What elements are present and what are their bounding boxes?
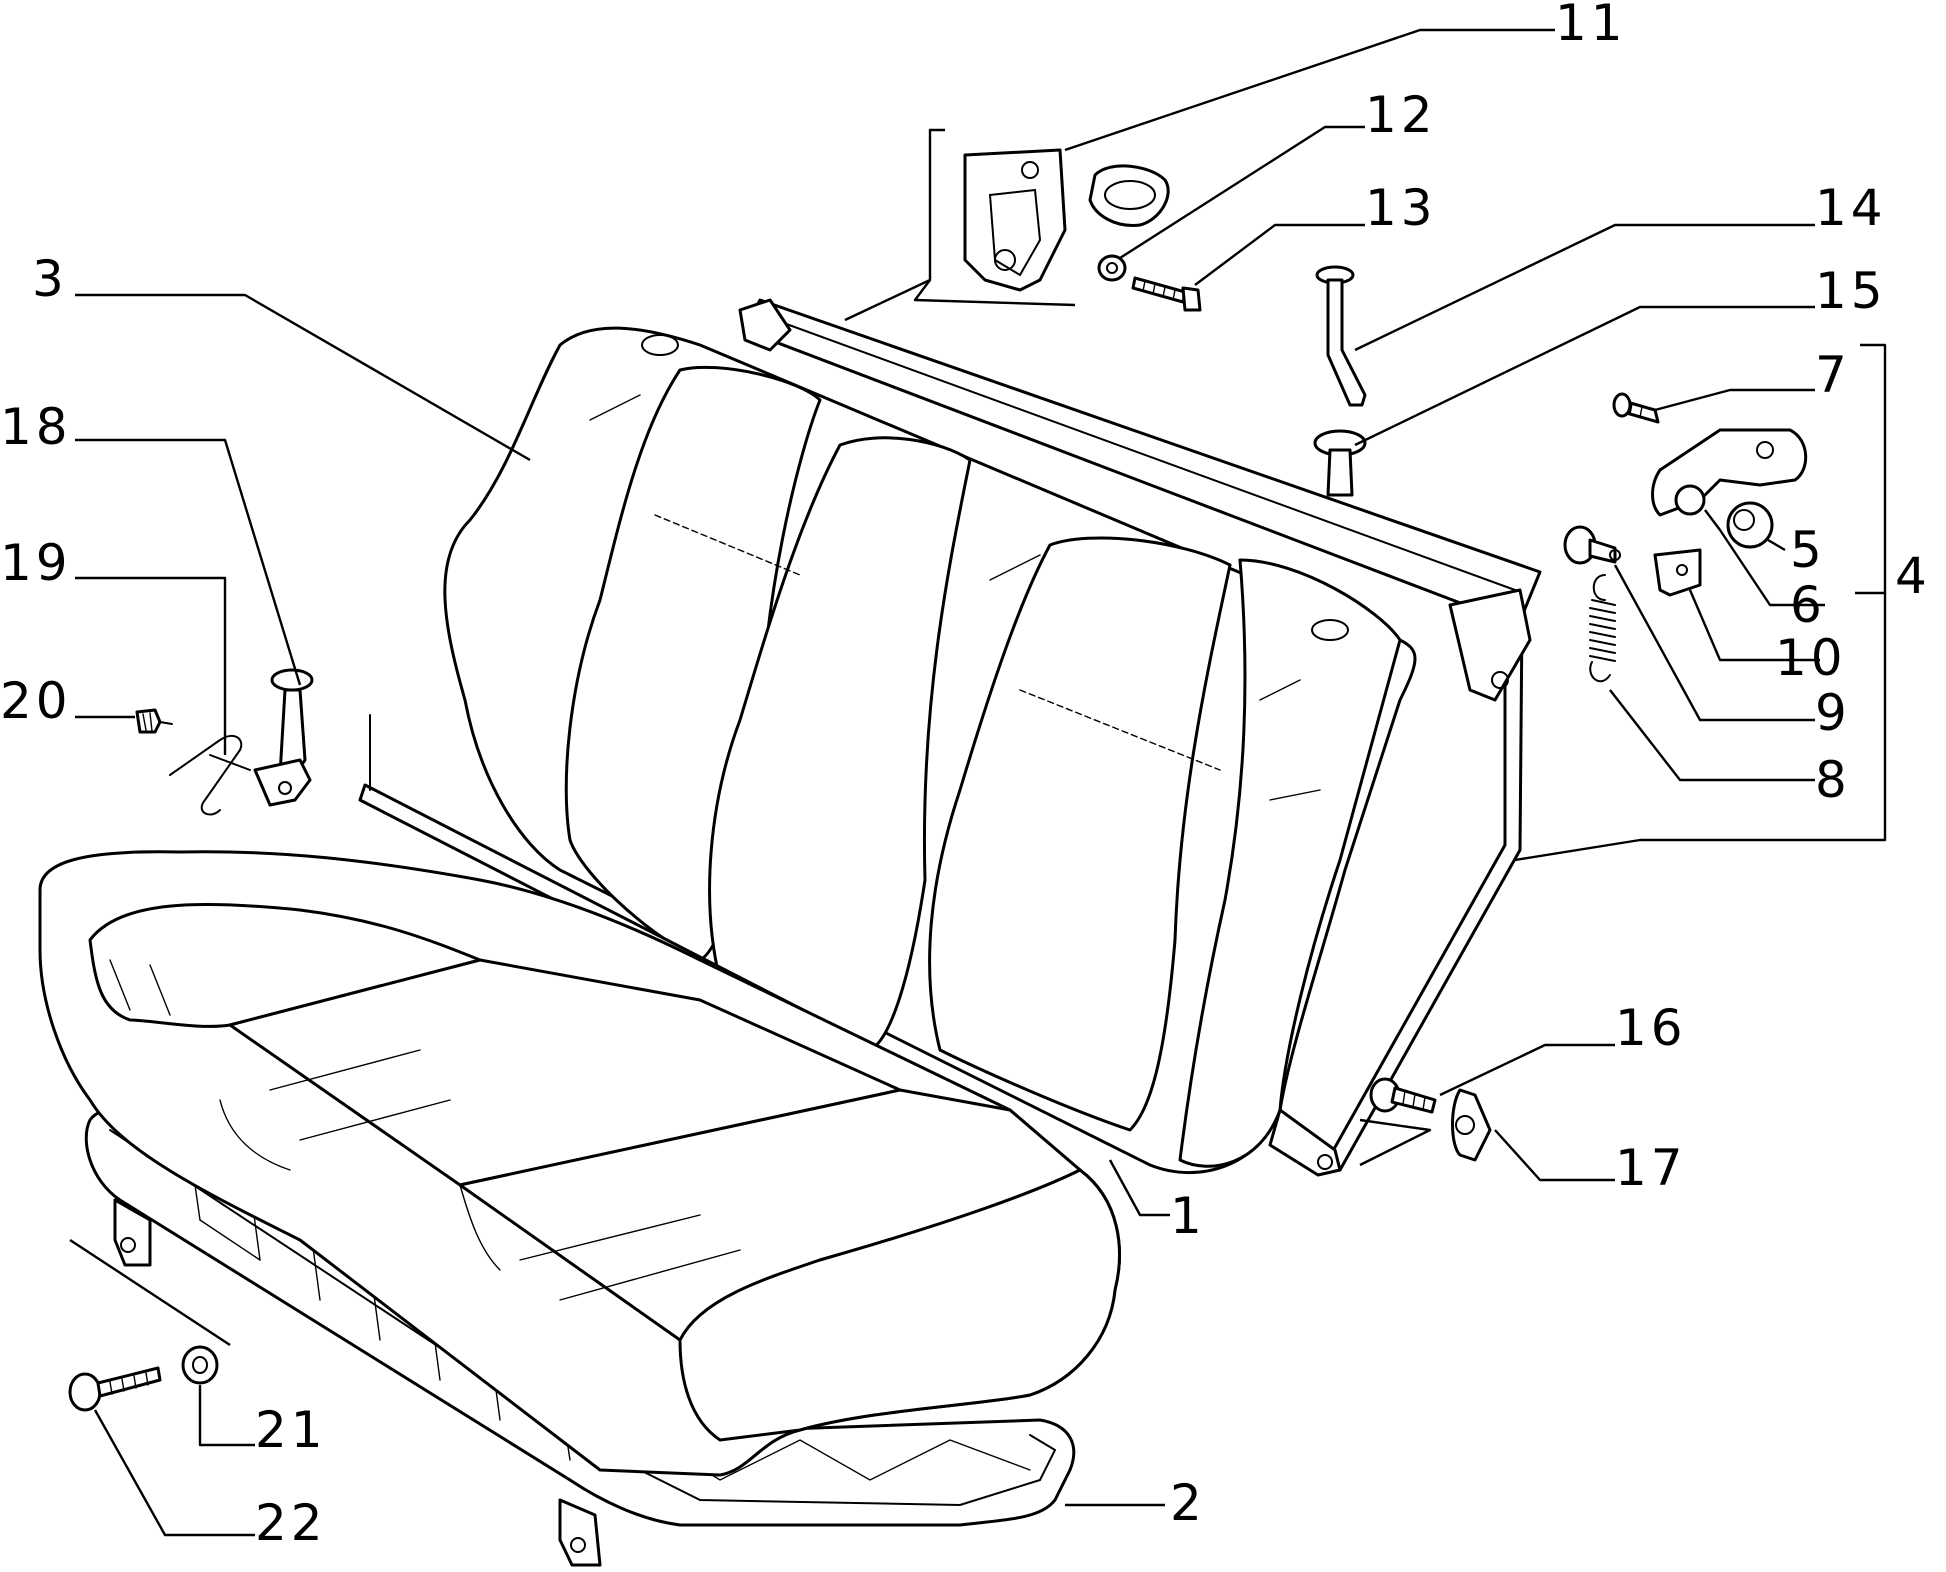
bushing (1451, 1088, 1492, 1162)
lock-screw (1131, 276, 1202, 312)
callout-7: 7 (1815, 346, 1851, 404)
hinge-bolt (1612, 392, 1660, 424)
backrest-cushion (443, 326, 1417, 1174)
hinge-bracket (1651, 428, 1808, 517)
release-grommet (1313, 429, 1367, 497)
release-lever (253, 668, 314, 807)
callout-15: 15 (1815, 262, 1887, 320)
callout-3: 3 (32, 250, 68, 308)
seat-cushion (38, 850, 1121, 1477)
callout-4: 4 (1895, 547, 1931, 605)
pivot-pin (1563, 525, 1621, 565)
push-clip (135, 708, 173, 734)
tension-spring (1589, 574, 1616, 683)
callout-10: 10 (1775, 629, 1847, 687)
callout-6: 6 (1790, 576, 1826, 634)
callout-11: 11 (1555, 0, 1627, 52)
callout-20: 20 (0, 672, 72, 730)
washer (1097, 254, 1127, 282)
callout-5: 5 (1790, 521, 1826, 579)
callout-19: 19 (0, 534, 72, 592)
pivot-bolt (1369, 1077, 1437, 1114)
callout-17: 17 (1615, 1139, 1687, 1197)
callout-12: 12 (1365, 86, 1437, 144)
release-rod (1315, 265, 1367, 407)
callout-1: 1 (1170, 1187, 1206, 1245)
callout-21: 21 (255, 1401, 327, 1459)
callout-18: 18 (0, 398, 72, 456)
mounting-bolt (68, 1366, 162, 1412)
leader-lines (69, 28, 1887, 1537)
callout-9: 9 (1815, 684, 1851, 742)
wire-clip (169, 734, 251, 816)
hinge-plate (1653, 548, 1702, 597)
callout-8: 8 (1815, 751, 1851, 809)
callout-2: 2 (1170, 1474, 1206, 1532)
pivot-cap (1726, 501, 1774, 549)
callout-16: 16 (1615, 999, 1687, 1057)
callout-13: 13 (1365, 179, 1437, 237)
backrest-lock (963, 148, 1170, 292)
backrest-frame-assembly (738, 298, 1542, 1177)
washer (181, 1345, 219, 1385)
callout-14: 14 (1815, 179, 1887, 237)
callout-22: 22 (255, 1494, 327, 1552)
